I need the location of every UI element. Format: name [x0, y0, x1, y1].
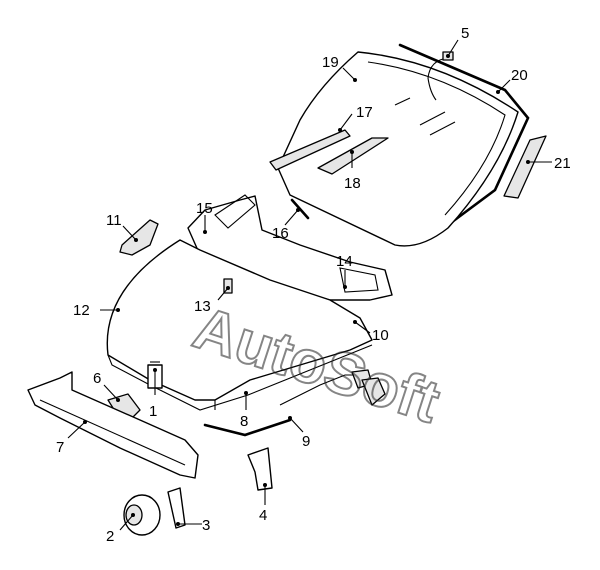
release-cable [279, 374, 355, 406]
callout-10: 10 [353, 320, 389, 344]
callout-label: 10 [372, 327, 389, 344]
callout-label: 20 [511, 67, 528, 84]
callout-16: 16 [272, 208, 300, 242]
callout-label: 1 [149, 403, 157, 420]
windshield-group [277, 43, 530, 247]
pillar-trim [503, 135, 547, 199]
callout-11: 11 [106, 212, 138, 242]
callout-label: 14 [336, 253, 353, 270]
callout-9: 9 [288, 416, 310, 450]
callout-label: 4 [259, 507, 267, 524]
callout-14: 14 [336, 253, 353, 289]
callout-label: 13 [194, 298, 211, 315]
windshield-seal [398, 43, 530, 227]
bonnet-seal [203, 418, 292, 437]
callout-6: 6 [93, 370, 120, 402]
callout-label: 15 [196, 200, 213, 217]
callout-label: 6 [93, 370, 101, 387]
release-lever [361, 377, 386, 406]
callout-label: 19 [322, 54, 339, 71]
callout-20: 20 [496, 67, 528, 94]
callout-3: 3 [176, 517, 210, 534]
callout-8: 8 [240, 391, 248, 430]
latch-support [247, 447, 273, 491]
callout-12: 12 [73, 302, 120, 319]
callout-label: 18 [344, 175, 361, 192]
callout-18: 18 [344, 150, 361, 192]
callout-label: 2 [106, 528, 114, 545]
callout-17: 17 [338, 104, 373, 132]
callout-19: 19 [322, 54, 357, 82]
windshield-lower-strip [290, 198, 310, 220]
callout-13: 13 [194, 286, 230, 315]
callout-21: 21 [526, 155, 571, 172]
callout-5: 5 [446, 25, 469, 58]
callout-label: 21 [554, 155, 571, 172]
windshield-inner-edge [367, 61, 506, 216]
callout-label: 9 [302, 433, 310, 450]
callout-label: 7 [56, 439, 64, 456]
callout-4: 4 [259, 483, 267, 524]
windshield-reflection [394, 97, 456, 136]
bonnet [106, 239, 373, 411]
sensor-cable [427, 57, 449, 101]
callout-15: 15 [196, 200, 213, 234]
mirror-bracket [269, 129, 351, 171]
callout-2: 2 [106, 513, 135, 545]
windshield-glass [277, 51, 519, 247]
callout-1: 1 [149, 368, 157, 420]
callout-label: 8 [240, 413, 248, 430]
callout-label: 11 [106, 212, 122, 229]
callout-label: 17 [356, 104, 373, 121]
interior-panel [317, 137, 389, 175]
callout-label: 5 [461, 25, 469, 42]
horn [123, 494, 161, 536]
callout-label: 3 [202, 517, 210, 534]
horn-clip [167, 487, 186, 529]
callout-7: 7 [56, 420, 87, 456]
bonnet-hinge [119, 219, 159, 256]
callout-label: 12 [73, 302, 90, 319]
callout-label: 16 [272, 225, 289, 242]
